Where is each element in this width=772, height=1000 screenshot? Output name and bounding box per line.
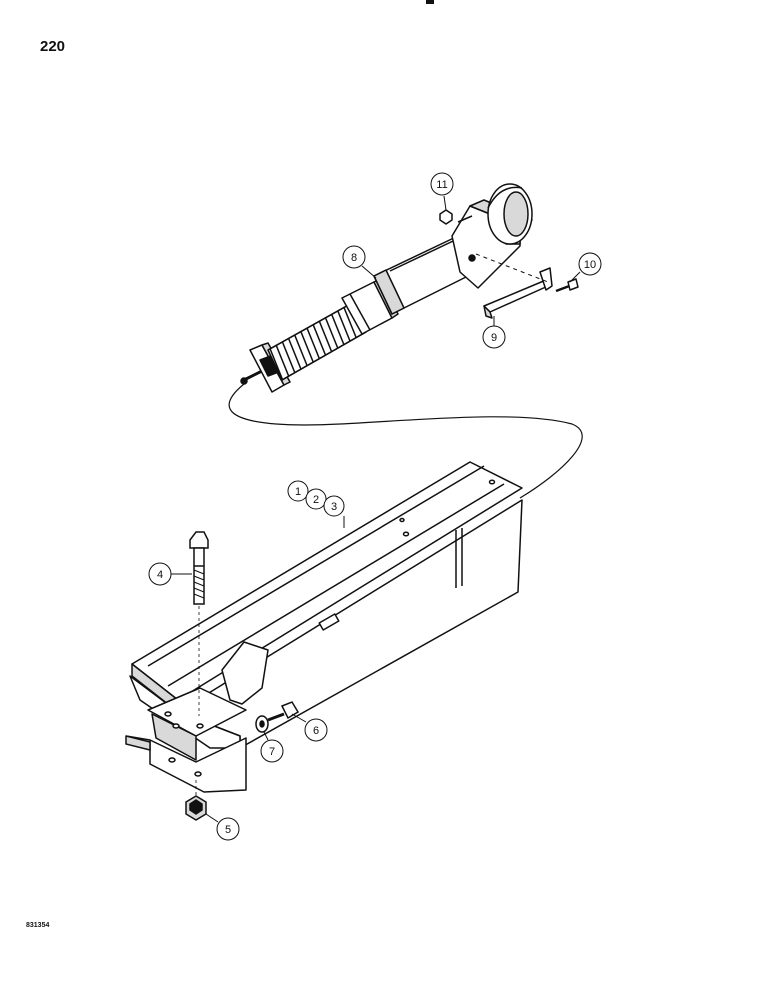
callout-1: 1 bbox=[287, 480, 309, 502]
long-bolt bbox=[189, 531, 209, 716]
callout-2: 2 bbox=[305, 488, 327, 510]
page-header-mark bbox=[426, 0, 434, 4]
callout-4: 4 bbox=[148, 562, 192, 586]
callout-8: 8 bbox=[342, 245, 377, 279]
svg-text:6: 6 bbox=[313, 725, 319, 737]
svg-text:2: 2 bbox=[313, 494, 319, 506]
washer-7 bbox=[255, 715, 269, 733]
svg-text:3: 3 bbox=[331, 501, 337, 513]
figure-code: 831354 bbox=[26, 922, 50, 929]
nut-11 bbox=[439, 209, 453, 225]
svg-text:5: 5 bbox=[225, 824, 231, 836]
callout-6: 6 bbox=[291, 713, 328, 742]
cap-screw-6 bbox=[267, 701, 300, 722]
callout-5: 5 bbox=[205, 813, 240, 841]
assembly-connector-line bbox=[228, 383, 583, 499]
recoil-spring bbox=[267, 302, 367, 381]
callout-11: 11 bbox=[430, 172, 454, 211]
idler-wheel bbox=[487, 183, 533, 245]
svg-text:7: 7 bbox=[269, 746, 275, 758]
svg-text:10: 10 bbox=[584, 259, 596, 271]
callout-9: 9 bbox=[482, 316, 506, 349]
svg-text:4: 4 bbox=[157, 569, 163, 581]
track-frame bbox=[125, 461, 523, 793]
svg-text:8: 8 bbox=[351, 252, 357, 264]
retainer-bracket bbox=[483, 267, 553, 319]
page-number: 220 bbox=[40, 38, 66, 55]
cylinder-tube bbox=[373, 232, 477, 315]
callout-7: 7 bbox=[260, 731, 284, 763]
bolt-10 bbox=[555, 278, 579, 293]
svg-text:11: 11 bbox=[436, 179, 447, 191]
recoil-spring-assembly bbox=[240, 183, 579, 393]
callout-3: 3 bbox=[323, 495, 345, 528]
svg-text:1: 1 bbox=[295, 486, 301, 498]
mounting-holes bbox=[164, 479, 496, 777]
callout-10: 10 bbox=[569, 252, 602, 283]
nut-5 bbox=[185, 780, 207, 821]
svg-text:9: 9 bbox=[491, 332, 497, 344]
